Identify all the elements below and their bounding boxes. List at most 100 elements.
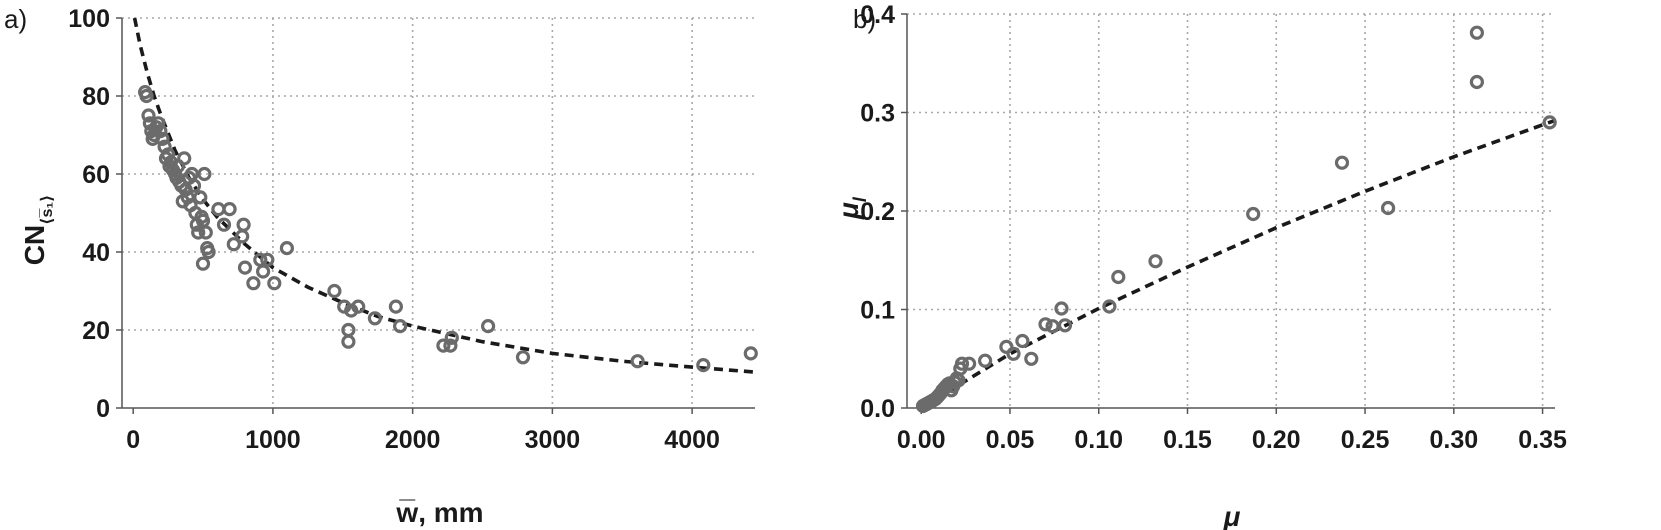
b-data-point [1015,333,1030,349]
panel-a-y-axis-label-main: CN [19,225,50,265]
a-data-point [186,178,202,193]
a-y-tick-label: 60 [82,161,110,189]
a-data-point [367,311,382,326]
a-data-point [515,350,531,365]
b-data-point [1469,74,1485,90]
b-x-tick-label: 0.00 [897,426,946,454]
panel-a-data-points [138,84,758,373]
panel-a-x-axis-label: w̅, mm [395,497,483,528]
a-y-tick-label: 80 [82,83,110,111]
b-data-point [1380,200,1396,216]
a-data-point [155,131,170,146]
a-data-point [226,237,241,252]
a-data-point [222,202,237,217]
a-data-point [180,190,195,205]
a-data-point [388,299,403,314]
a-fit-line [132,17,756,374]
a-data-point [327,283,342,299]
b-data-point [1038,317,1053,332]
a-data-point [246,276,261,291]
b-fit-line [920,118,1556,410]
panel-a-y-axis-label-subscript: ⟨s̅₁⟩ [38,195,56,225]
a-data-point [630,354,645,369]
a-y-tick-label: 40 [82,239,110,267]
b-data-point [954,356,970,371]
panel-b-y-axis-label-main: μ [833,202,864,220]
b-x-tick-label: 0.30 [1429,426,1478,454]
panel-b-data-points [915,25,1557,414]
panel-a-tick-labels: 0 1000 2000 3000 4000 0 20 40 60 80 100 [68,5,720,454]
panel-b-x-axis-label: μ [1223,501,1241,530]
a-data-point [198,225,213,240]
a-data-point [216,217,232,232]
a-data-point [139,88,154,104]
a-data-point [481,319,496,334]
b-y-tick-label: 0.0 [860,395,895,423]
a-data-point [444,330,459,345]
b-x-tick-label: 0.15 [1163,426,1212,454]
a-data-point [151,116,166,131]
panel-b-fit-curve [920,118,1556,410]
a-data-point [279,241,294,256]
b-x-tick-label: 0.35 [1518,426,1567,454]
a-x-tick-label: 3000 [525,426,581,454]
a-data-point [341,334,356,349]
panel-a-y-axis-label: CN⟨s̅₁⟩ [19,195,56,266]
panel-b-axes [901,13,1555,414]
b-data-point [1054,301,1069,316]
a-data-point [436,338,451,353]
a-data-point [177,151,192,166]
b-data-point [1542,115,1557,130]
b-y-tick-label: 0.1 [860,297,895,325]
a-data-point [351,299,366,314]
panel-b-label: b) [853,4,876,34]
a-y-tick-label: 100 [68,5,110,33]
panel-b-tick-labels: 0.00 0.05 0.10 0.15 0.20 0.25 0.30 0.35 0.0 0.1 0.… [860,1,1567,454]
a-data-point [267,276,282,291]
panel-a-label: a) [4,4,27,34]
a-data-point [193,190,208,205]
a-data-point [153,124,168,139]
panel-b-gridlines [907,13,1555,408]
b-data-point [961,356,977,371]
b-data-point [1246,206,1261,222]
a-data-point [236,217,251,232]
b-x-tick-label: 0.05 [986,426,1035,454]
b-data-point [1102,299,1117,314]
a-x-tick-label: 0 [126,426,140,454]
a-data-point [443,338,458,353]
a-y-tick-label: 0 [96,395,110,423]
a-data-point [211,202,226,217]
b-x-tick-label: 0.25 [1341,426,1390,454]
b-y-tick-label: 0.4 [860,1,895,29]
a-data-point [256,264,271,279]
panel-b-y-axis-label: μl [833,196,870,220]
a-data-point [393,319,408,334]
a-data-point [696,358,711,373]
a-x-tick-label: 2000 [385,426,441,454]
panel-a-gridlines [122,17,755,408]
a-x-tick-label: 4000 [664,426,720,454]
panel-b-y-axis-label-subscript: l [850,196,870,202]
a-data-point [197,166,212,182]
b-data-point [1111,269,1126,285]
b-x-tick-label: 0.20 [1252,426,1301,454]
b-x-tick-label: 0.10 [1074,426,1123,454]
b-data-point [977,353,993,368]
a-data-point [743,346,758,361]
a-data-point [260,252,275,267]
a-y-tick-label: 20 [82,317,110,345]
b-data-point [1148,254,1163,269]
a-data-point [195,256,211,271]
a-x-tick-label: 1000 [245,426,301,454]
b-data-point [1057,318,1073,333]
a-data-point [237,260,253,275]
a-data-point [191,225,206,240]
a-data-point [201,244,216,260]
b-y-tick-label: 0.2 [860,198,895,226]
panel-a-axes [116,17,755,414]
b-data-point [1024,351,1039,366]
